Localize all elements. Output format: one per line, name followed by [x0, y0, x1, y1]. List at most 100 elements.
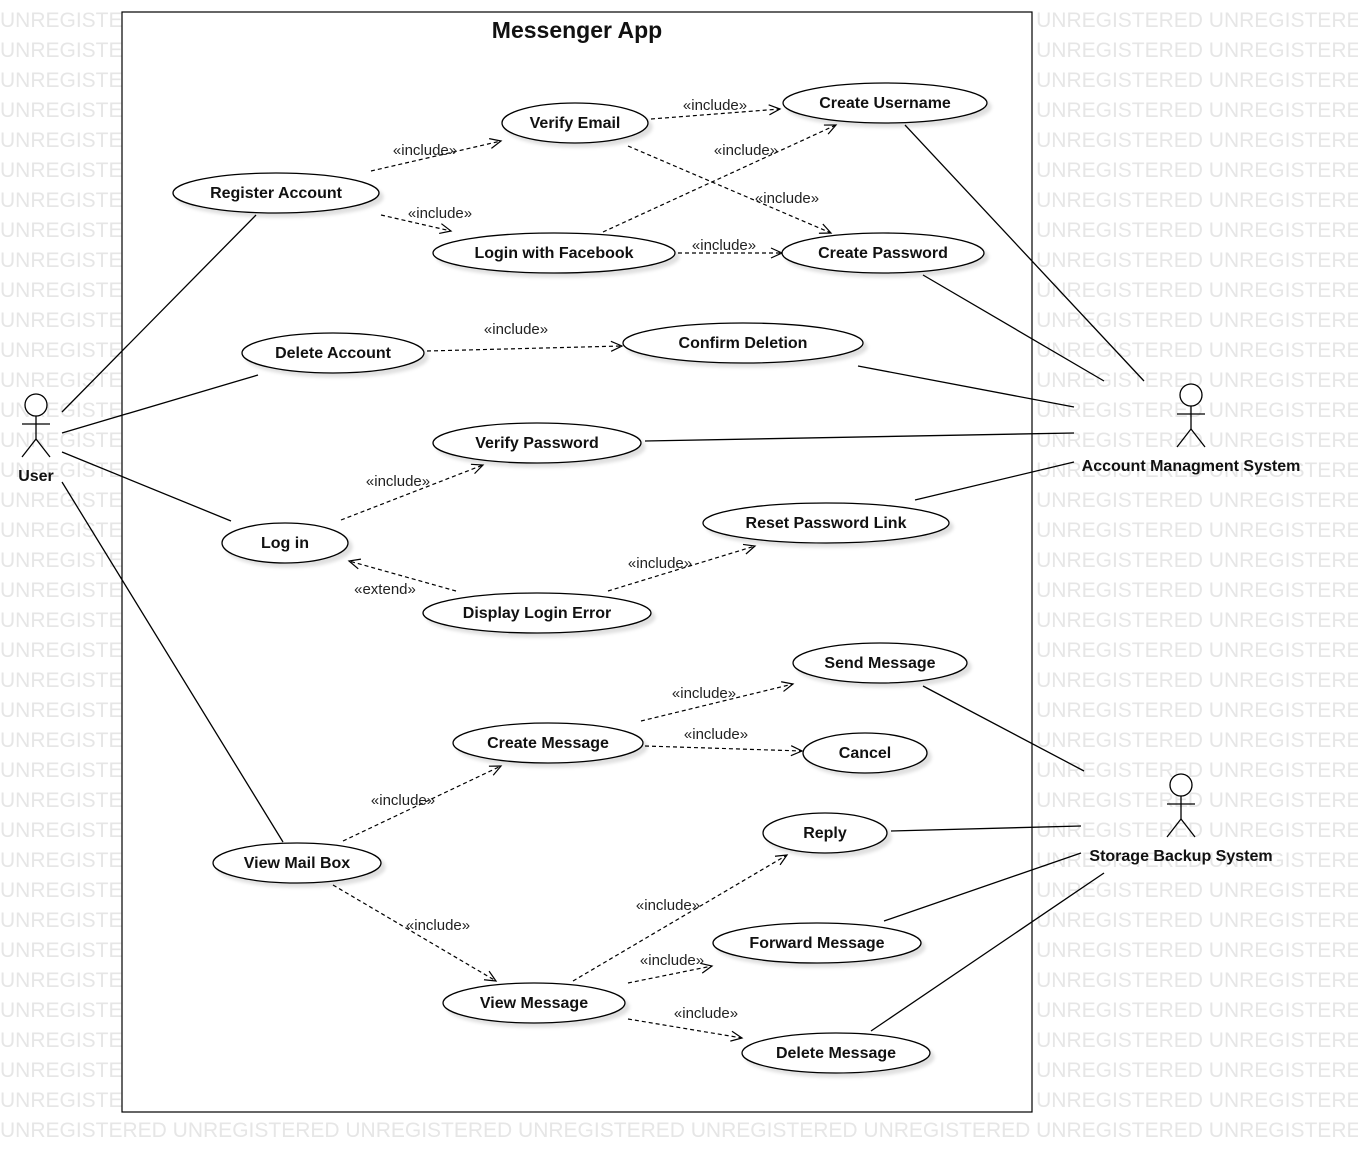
association-ams-verify-password — [644, 432, 1075, 442]
use-case-delete-message[interactable]: Delete Message — [741, 1032, 931, 1074]
association-ams-create-username — [904, 124, 1145, 382]
actor-label: Storage Backup System — [1089, 848, 1272, 865]
actor-account-managment-system[interactable]: Account Managment System — [1082, 383, 1301, 475]
include-label: «include» — [714, 142, 778, 159]
use-case-label: View Message — [480, 995, 588, 1012]
use-case-reply[interactable]: Reply — [762, 812, 888, 854]
include-label: «include» — [408, 205, 472, 222]
use-case-label: Register Account — [210, 185, 343, 202]
stick-figure-icon — [1176, 383, 1206, 448]
use-case-reset-password-link[interactable]: Reset Password Link — [702, 502, 950, 544]
association-sbs-forward-message — [883, 852, 1082, 922]
use-case-create-message[interactable]: Create Message — [452, 722, 644, 764]
association-ams-create-password — [922, 274, 1105, 382]
include-label: «include» — [371, 792, 435, 809]
include-label: «include» — [692, 237, 756, 254]
use-case-forward-message[interactable]: Forward Message — [712, 922, 922, 964]
include-label: «include» — [628, 555, 692, 572]
use-case-label: Send Message — [824, 655, 935, 672]
use-case-label: Forward Message — [749, 935, 884, 952]
use-case-display-login-error[interactable]: Display Login Error — [422, 592, 652, 634]
include-arrow-view-mailbox-to-create-message — [342, 765, 503, 842]
use-case-label: Delete Message — [776, 1045, 896, 1062]
use-case-create-password[interactable]: Create Password — [781, 232, 985, 274]
use-case-ellipse — [712, 922, 922, 964]
include-label: «include» — [484, 321, 548, 338]
association-ams-reset-link — [914, 461, 1075, 501]
use-case-label: Reply — [803, 825, 847, 842]
use-case-confirm-deletion[interactable]: Confirm Deletion — [622, 322, 864, 364]
include-arrow-delete-account-to-confirm-deletion — [426, 340, 624, 352]
include-label: «include» — [393, 142, 457, 159]
extend-arrow-login-error-to-login — [347, 558, 457, 592]
include-arrow-verify-email-to-create-password — [627, 145, 833, 234]
use-case-label: Reset Password Link — [746, 515, 907, 532]
use-case-ellipse — [792, 642, 968, 684]
extend-label: «extend» — [354, 581, 416, 598]
include-arrow-create-message-to-send-message — [640, 681, 795, 722]
use-case-label: Create Password — [818, 245, 948, 262]
use-case-label: Verify Email — [530, 115, 621, 132]
use-case-create-username[interactable]: Create Username — [782, 82, 988, 124]
use-case-ellipse — [802, 732, 928, 774]
use-case-ellipse — [432, 422, 642, 464]
actor-label: Account Managment System — [1082, 458, 1301, 475]
use-case-ellipse — [762, 812, 888, 854]
association-ams-confirm-deletion — [857, 365, 1075, 408]
use-case-login-with-facebook[interactable]: Login with Facebook — [432, 232, 676, 274]
stick-figure-icon — [21, 393, 51, 458]
include-arrow-login-error-to-reset-link — [607, 543, 757, 592]
system-title: Messenger App — [492, 17, 662, 43]
use-case-register-account[interactable]: Register Account — [172, 172, 380, 214]
use-case-ellipse — [422, 592, 652, 634]
association-sbs-send-message — [922, 685, 1085, 772]
actor-storage-backup-system[interactable]: Storage Backup System — [1089, 773, 1273, 865]
use-case-ellipse — [501, 102, 649, 144]
association-user-delete-account — [61, 374, 259, 434]
association-sbs-reply — [890, 825, 1082, 832]
use-case-ellipse — [702, 502, 950, 544]
use-case-log-in[interactable]: Log in — [221, 522, 349, 564]
include-label: «include» — [683, 97, 747, 114]
use-case-verify-password[interactable]: Verify Password — [432, 422, 642, 464]
use-case-label: Display Login Error — [463, 605, 611, 622]
use-case-ellipse — [781, 232, 985, 274]
include-arrow-view-message-to-forward-message — [627, 962, 714, 984]
include-arrow-verify-email-to-create-username — [650, 104, 782, 120]
association-user-login — [61, 451, 232, 522]
include-arrow-login-to-verify-password — [340, 463, 485, 521]
use-case-view-mail-box[interactable]: View Mail Box — [212, 842, 382, 884]
use-case-ellipse — [452, 722, 644, 764]
include-arrow-create-message-to-cancel — [644, 745, 804, 757]
use-case-ellipse — [212, 842, 382, 884]
use-case-ellipse — [221, 522, 349, 564]
use-case-label: View Mail Box — [244, 855, 351, 872]
include-arrow-view-mailbox-to-view-message — [332, 884, 498, 982]
include-label: «include» — [672, 685, 736, 702]
association-sbs-delete-message — [870, 872, 1105, 1032]
use-case-ellipse — [442, 982, 626, 1024]
use-case-ellipse — [741, 1032, 931, 1074]
use-case-label: Cancel — [839, 745, 891, 762]
include-label: «include» — [640, 952, 704, 969]
actor-user[interactable]: User — [18, 393, 54, 485]
include-label: «include» — [366, 473, 430, 490]
use-case-label: Login with Facebook — [474, 245, 633, 262]
use-case-send-message[interactable]: Send Message — [792, 642, 968, 684]
include-arrow-login-fb-to-create-username — [602, 124, 838, 233]
use-case-label: Delete Account — [275, 345, 392, 362]
use-case-verify-email[interactable]: Verify Email — [501, 102, 649, 144]
use-case-cancel[interactable]: Cancel — [802, 732, 928, 774]
use-case-ellipse — [241, 332, 425, 374]
include-arrow-register-to-verify-email — [370, 138, 503, 172]
watermark-text: UNREGISTERED UNREGISTERED UNREGISTERED U… — [0, 1119, 1358, 1142]
use-case-label: Confirm Deletion — [679, 335, 808, 352]
include-label: «include» — [406, 917, 470, 934]
include-label: «include» — [684, 726, 748, 743]
use-case-view-message[interactable]: View Message — [442, 982, 626, 1024]
associations — [61, 124, 1145, 1032]
use-case-delete-account[interactable]: Delete Account — [241, 332, 425, 374]
include-arrow-register-to-login-fb — [380, 214, 453, 235]
